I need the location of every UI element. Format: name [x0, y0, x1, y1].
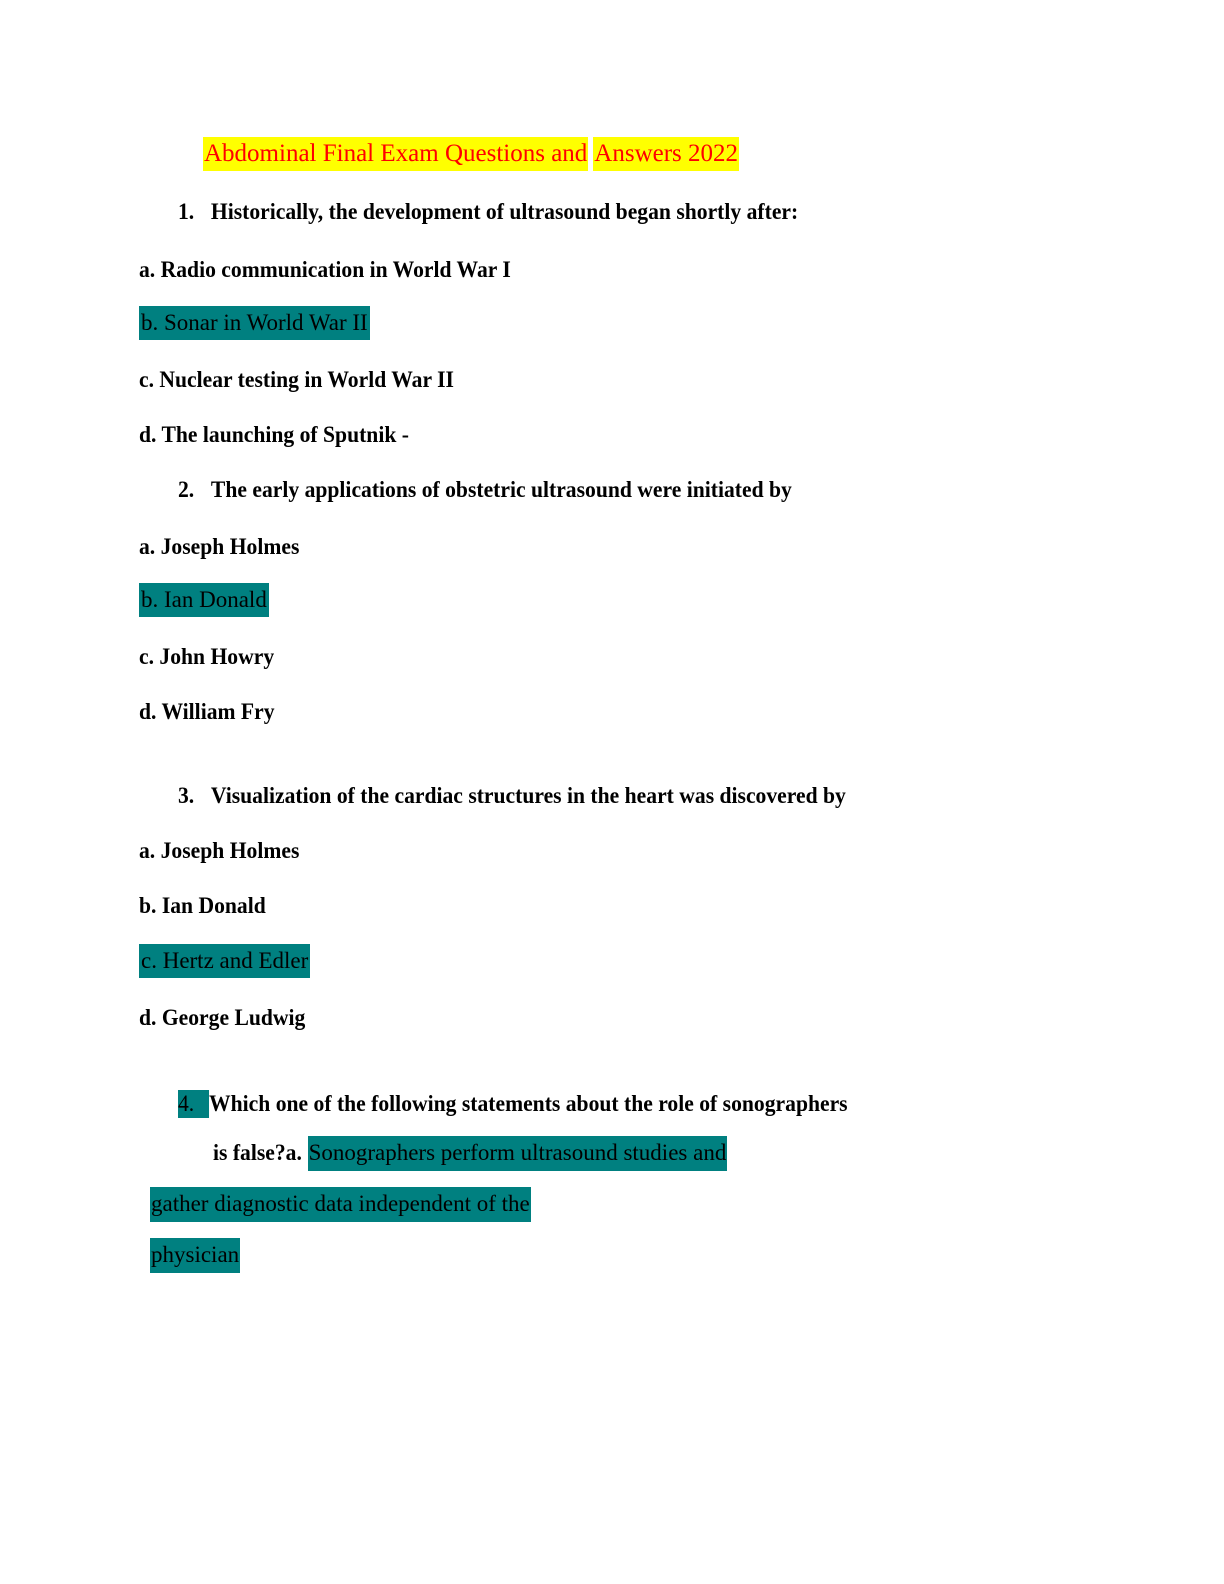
question-4-answer-line-3: physician: [150, 1238, 241, 1273]
question-1-option-c: c. Nuclear testing in World War II: [139, 368, 454, 391]
option-label: c. John Howry: [139, 644, 275, 669]
question-2-option-c: c. John Howry: [139, 645, 274, 668]
question-1-option-a: a. Radio communication in World War I: [139, 258, 511, 281]
question-4-line-2: is false?a.Sonographers perform ultrasou…: [213, 1136, 728, 1171]
question-3-number: 3.: [178, 783, 195, 808]
question-4-heading: 4.Which one of the following statements …: [178, 1090, 848, 1118]
option-label: a. Radio communication in World War I: [139, 257, 511, 282]
question-3-option-d: d. George Ludwig: [139, 1006, 305, 1029]
question-3-option-b: b. Ian Donald: [139, 894, 266, 917]
option-label: d. George Ludwig: [139, 1005, 306, 1030]
question-1-option-b: b. Sonar in World War II: [139, 306, 370, 340]
question-4-text-line-2: is false?a.: [213, 1140, 302, 1165]
question-1-number: 1.: [178, 199, 195, 224]
question-2-option-a: a. Joseph Holmes: [139, 535, 299, 558]
option-label-highlighted: b. Ian Donald: [139, 583, 269, 617]
option-label: d. The launching of Sputnik -: [139, 422, 409, 447]
question-3-option-c: c. Hertz and Edler: [139, 944, 311, 978]
question-4-line-4: physician: [150, 1238, 241, 1273]
question-4-text-line-1: Which one of the following statements ab…: [209, 1091, 848, 1116]
question-4-number: 4.: [178, 1090, 210, 1118]
option-label: d. William Fry: [139, 699, 275, 724]
option-label: b. Ian Donald: [139, 893, 266, 918]
question-2-text: The early applications of obstetric ultr…: [210, 477, 792, 502]
question-1-text: Historically, the development of ultraso…: [210, 199, 799, 224]
question-2-number: 2.: [178, 477, 195, 502]
title-highlight-run-2: Answers 2022: [593, 137, 740, 171]
question-3-option-a: a. Joseph Holmes: [139, 839, 299, 862]
option-label-highlighted: b. Sonar in World War II: [139, 306, 370, 340]
question-3-text: Visualization of the cardiac structures …: [210, 783, 846, 808]
question-1-option-d: d. The launching of Sputnik -: [139, 423, 409, 446]
option-label-highlighted: c. Hertz and Edler: [139, 944, 311, 978]
question-2-option-d: d. William Fry: [139, 700, 275, 723]
option-label: a. Joseph Holmes: [139, 838, 300, 863]
question-4-answer-line-2: gather diagnostic data independent of th…: [150, 1187, 531, 1222]
option-label: a. Joseph Holmes: [139, 534, 300, 559]
question-1-heading: 1. Historically, the development of ultra…: [178, 200, 798, 223]
question-2-option-b: b. Ian Donald: [139, 583, 269, 617]
question-2-heading: 2. The early applications of obstetric ul…: [178, 478, 792, 501]
option-label: c. Nuclear testing in World War II: [139, 367, 454, 392]
question-4-answer-line-1: Sonographers perform ultrasound studies …: [307, 1136, 728, 1171]
question-3-heading: 3. Visualization of the cardiac structure…: [178, 784, 846, 807]
question-4-line-3: gather diagnostic data independent of th…: [150, 1187, 531, 1222]
title-highlight-run-1: Abdominal Final Exam Questions and: [203, 137, 589, 171]
